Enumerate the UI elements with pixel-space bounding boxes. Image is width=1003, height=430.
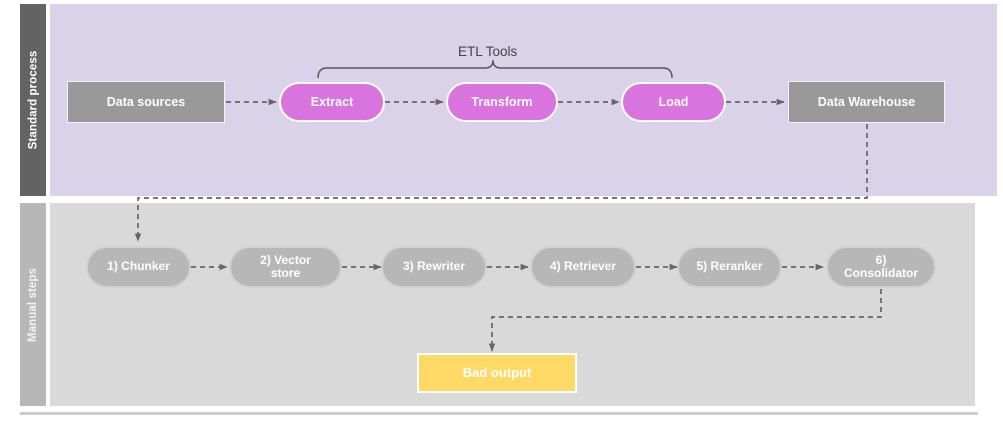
bottom-divider (20, 412, 978, 415)
node-data-warehouse[interactable]: Data Warehouse (788, 81, 945, 123)
node-data-sources[interactable]: Data sources (67, 81, 225, 123)
etl-tools-label: ETL Tools (458, 44, 518, 59)
lane-header-manual-steps: Manual steps (20, 203, 46, 406)
node-data-warehouse-label: Data Warehouse (817, 95, 916, 109)
lane-header-manual-steps-label: Manual steps (27, 267, 39, 342)
node-vector-store-label-line1: 2) Vector (260, 252, 311, 267)
node-extract[interactable]: Extract (279, 82, 385, 122)
lane-header-standard-process-label: Standard process (27, 50, 39, 150)
node-load[interactable]: Load (621, 82, 726, 122)
node-consolidator-label-line1: 6) (875, 252, 887, 267)
node-reranker-label: 5) Reranker (696, 259, 763, 274)
node-chunker[interactable]: 1) Chunker (86, 246, 191, 288)
node-consolidator-label-line2: Consolidator (844, 266, 918, 280)
node-rewriter-label: 3) Rewriter (402, 259, 466, 274)
node-data-sources-label: Data sources (106, 95, 186, 109)
node-transform-label: Transform (471, 95, 533, 109)
node-load-label: Load (658, 95, 689, 109)
node-transform[interactable]: Transform (446, 82, 558, 122)
node-vector-store-label-line2: store (270, 266, 301, 280)
node-rewriter[interactable]: 3) Rewriter (381, 246, 487, 288)
node-bad-output[interactable]: Bad output (417, 353, 577, 393)
node-reranker[interactable]: 5) Reranker (677, 246, 782, 288)
node-retriever-label: 4) Retriever (549, 259, 617, 274)
node-vector-store-label: 2) Vector store (260, 252, 311, 281)
lane-header-standard-process: Standard process (20, 4, 46, 196)
node-extract-label: Extract (310, 95, 354, 109)
node-retriever[interactable]: 4) Retriever (530, 246, 636, 288)
node-bad-output-label: Bad output (462, 364, 532, 380)
node-consolidator[interactable]: 6) Consolidator (826, 246, 936, 288)
node-vector-store[interactable]: 2) Vector store (229, 246, 342, 288)
node-consolidator-label: 6) Consolidator (844, 252, 918, 281)
node-chunker-label: 1) Chunker (107, 259, 170, 274)
